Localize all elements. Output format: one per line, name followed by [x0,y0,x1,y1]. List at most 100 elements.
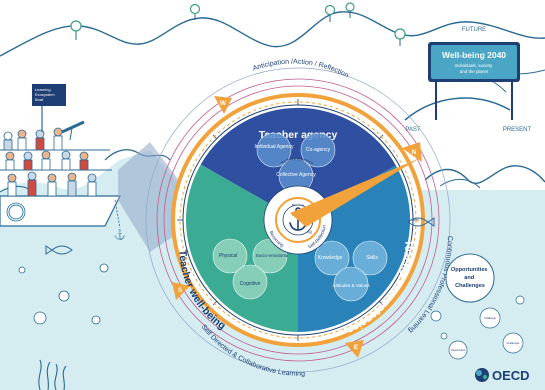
tree-icon [189,3,201,20]
svg-text:E: E [354,344,359,351]
outer-ring-line [145,67,451,373]
life-ring-icon [6,202,26,222]
person-icon [7,181,17,197]
person-icon [23,159,33,171]
wave-line [424,165,545,184]
bubble [515,295,525,305]
direction-marker-n: N [402,142,422,162]
physical-label: Physical [219,253,238,259]
bubble [33,311,47,325]
bubble [479,307,501,329]
person-icon [47,173,57,183]
bubble [91,315,101,325]
person-icon [41,150,51,160]
person-icon [41,158,51,171]
person-icon [53,127,63,137]
person-icon [5,151,15,161]
tree-icon [70,20,82,40]
opportunities-challenges-label: Opportunities and Challenges [451,267,489,289]
person-icon [87,181,97,197]
skills-label: Skills [366,255,378,261]
bubble [99,263,109,273]
self-awareness-label: Self-Awareness [280,156,315,166]
svg-text:W: W [220,100,227,107]
bubble [18,266,26,274]
tree-icon [394,28,406,46]
person-icon [61,150,71,160]
person-icon [67,180,77,197]
attitudes-values-circle [333,266,369,302]
bubble-label: Challenges [507,341,521,345]
anchor-chain [114,199,121,229]
future-sign: Well-being 2040 Individuals, society and… [404,27,532,133]
fish-icon [407,217,435,227]
bubble [58,290,70,302]
person-icon [17,137,27,151]
person-icon [79,159,89,171]
person-icon [79,151,89,161]
person-icon [7,173,17,183]
outer-ring-line [163,85,433,355]
bubble [440,332,448,340]
svg-text:S: S [178,287,183,294]
opportunities-challenges-bubble [445,253,495,303]
people-group [3,127,97,197]
individual-agency-label: Individual Agency [255,144,294,150]
compass-needle [290,158,420,227]
attitudes-values-label: Attitudes & Values [332,283,370,288]
person-icon [3,131,13,141]
bubble-label: Challenge [484,316,496,320]
person-icon [35,129,45,139]
timeline-arc [404,97,511,121]
cognitive-label: Cognitive [240,281,261,287]
person-icon [61,158,71,171]
skills-circle [352,240,388,276]
dotted-arrow-ring [179,101,417,339]
person-icon [47,181,57,197]
learning-ecosystem-boat: ⚓ Learning Ecosystem Boat [0,84,126,241]
outer-ring-line [156,78,440,362]
small-anchor-icon: ⚓ [114,228,126,241]
compass-tick [212,300,218,306]
seaweed-icon [38,359,67,390]
person-icon [23,151,33,161]
bubble-label: Opportunities [451,349,466,352]
person-icon [5,159,15,171]
oecd-logo-mark [476,370,482,376]
direction-marker-s: S [172,282,190,300]
physical-circle [212,238,248,274]
co-agency-label: Co-agency [306,147,331,153]
bubble [502,332,524,354]
future-sign-title: Well-being 2040 [442,50,506,60]
person-icon [67,172,77,182]
compass-tick [378,134,384,140]
person-icon [27,171,37,181]
svg-text:N: N [412,149,417,156]
tree-icon [324,4,336,22]
direction-marker-e: E [345,340,364,358]
wave-line [439,179,481,189]
person-icon [17,129,27,139]
socio-emotional-label: Socio-emotional [256,253,289,258]
collective-agency-label: Collective Agency [276,172,316,178]
co-agency-circle [300,132,336,168]
present-label: PRESENT [503,127,532,133]
tree-icon [345,2,355,18]
oecd-logo-text: OECD [492,368,530,383]
person-icon [87,173,97,183]
fish-icon [45,245,73,255]
oecd-logo: OECD [475,368,530,383]
direction-marker-w: W [214,96,232,114]
bubble [448,340,468,360]
person-icon [35,137,45,151]
person-icon [53,135,63,151]
person-icon [27,179,37,197]
bubble [430,310,442,322]
telescope-icon [61,120,85,141]
oecd-logo-mark [482,374,488,380]
knowledge-label: Knowledge [318,255,343,261]
future-sign-board [431,45,517,79]
future-sign-subtitle: Individuals, society and the planet [454,63,493,74]
